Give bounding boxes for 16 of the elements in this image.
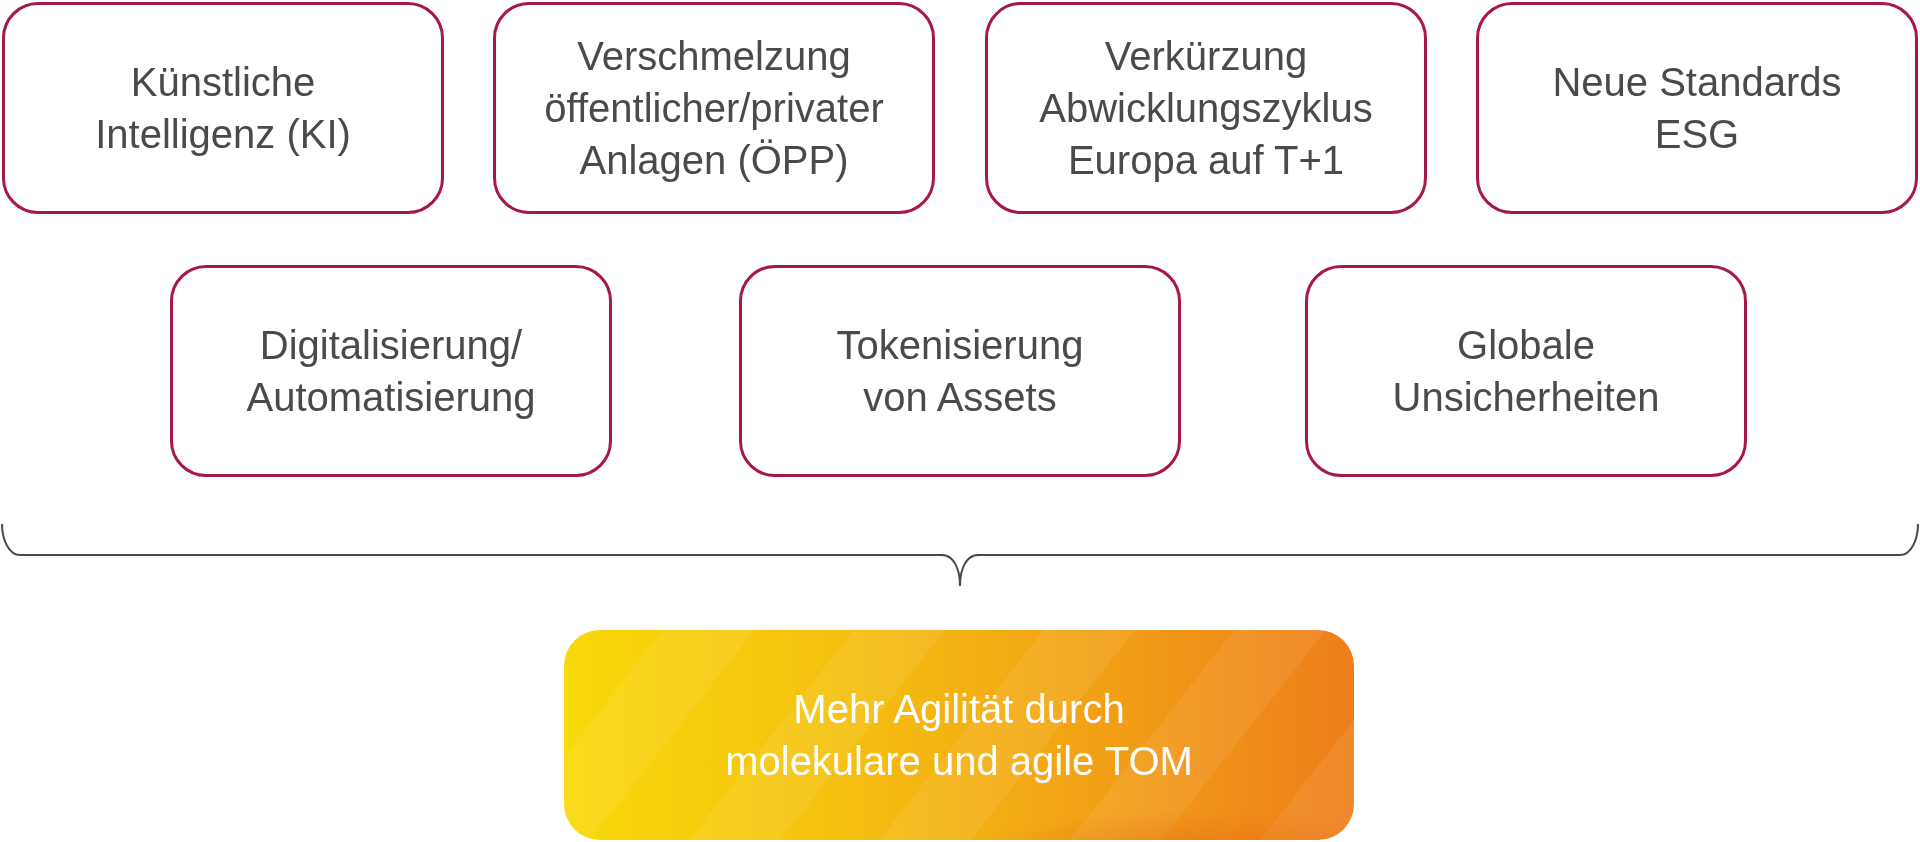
outlined-rounded-box — [2, 2, 444, 214]
outlined-rounded-box — [1476, 2, 1918, 214]
outlined-rounded-box — [493, 2, 935, 214]
box-label: Digitalisierung/ Automatisierung — [245, 322, 537, 421]
box-label: Tokenisierung von Assets — [835, 322, 1085, 421]
box-label: Neue Standards ESG — [1551, 59, 1843, 158]
box-label: Künstliche Intelligenz (KI) — [94, 59, 352, 158]
filled-rounded-box — [564, 630, 1354, 840]
outlined-rounded-box — [1305, 265, 1747, 477]
box-label: Mehr Agilität durch molekulare und agile TOM — [724, 686, 1194, 785]
outlined-rounded-box — [985, 2, 1427, 214]
box-label: Verschmelzung öffentlicher/privater Anlagen (ÖPP) — [543, 33, 885, 184]
outlined-rounded-box — [739, 265, 1181, 477]
box-label: Verkürzung Abwicklungszyklus Europa auf T+1 — [1038, 33, 1374, 184]
box-label: Globale Unsicherheiten — [1391, 322, 1661, 421]
outlined-rounded-box — [170, 265, 612, 477]
